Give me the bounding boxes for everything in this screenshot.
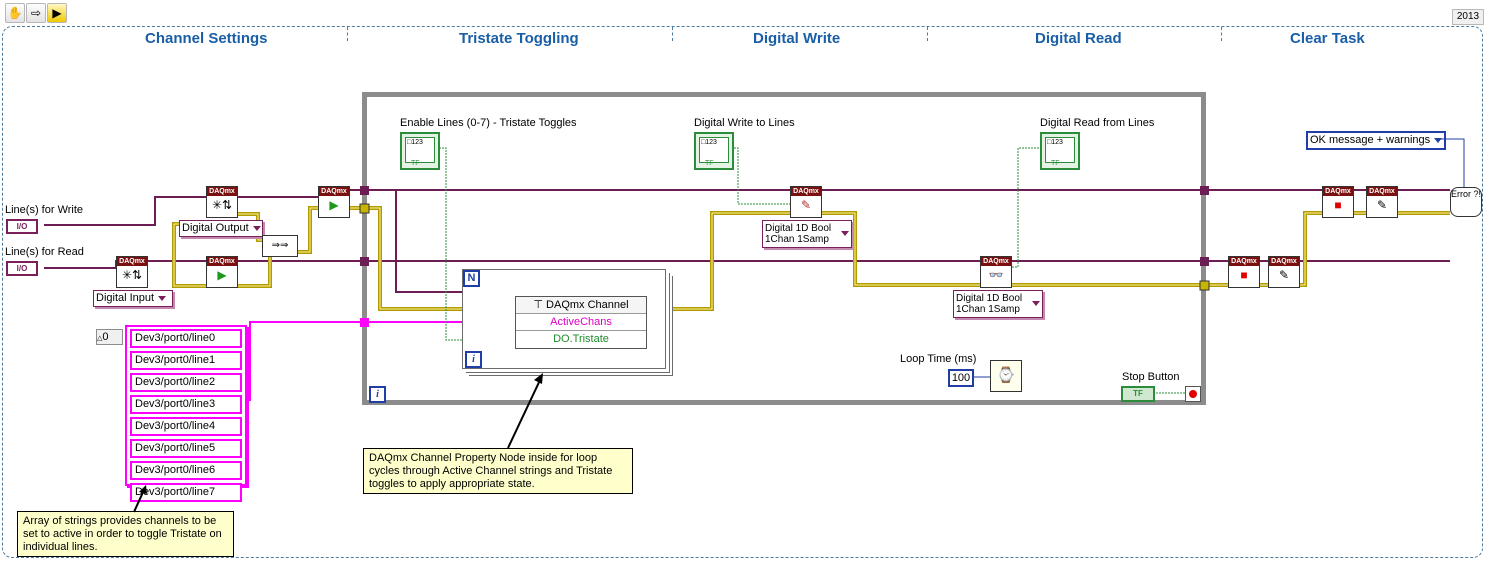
daqmx-start-task-write-node[interactable]: DAQmx▶ — [318, 186, 350, 218]
error-option-wire — [1441, 138, 1465, 188]
list-item[interactable]: Dev3/port0/line6 — [130, 461, 242, 480]
loop-time-label: Loop Time (ms) — [900, 353, 977, 365]
property-node-note: DAQmx Channel Property Node inside for l… — [363, 448, 633, 494]
frame-title-channel-settings: Channel Settings — [145, 30, 268, 47]
lines-for-read-control[interactable]: I/O — [6, 261, 38, 276]
list-item[interactable]: Dev3/port0/line5 — [130, 439, 242, 458]
frame-title-digital-read: Digital Read — [1035, 30, 1122, 47]
list-item[interactable]: Dev3/port0/line1 — [130, 351, 242, 370]
lines-for-read-label: Line(s) for Read — [5, 246, 84, 258]
frame-divider — [347, 27, 348, 41]
stop-icon — [1189, 390, 1197, 398]
index-arrows-icon: △ — [97, 335, 103, 342]
for-loop-count-terminal: N — [463, 270, 480, 287]
while-loop-iteration-terminal: i — [369, 386, 386, 403]
merge-errors-node[interactable]: ⇒⇒ — [262, 235, 298, 257]
array-index-display[interactable]: △0 — [96, 329, 123, 345]
boolean-wire — [436, 147, 1185, 394]
bool-array-icon: □123 — [407, 139, 423, 146]
enable-lines-label: Enable Lines (0-7) - Tristate Toggles — [400, 117, 577, 129]
daqmx-create-channel-input-node[interactable]: DAQmx✳⇅ — [116, 256, 148, 288]
wait-ms-icon[interactable]: ⌚ — [990, 360, 1022, 392]
digital-read-from-lines-indicator: □123 TF — [1040, 132, 1080, 170]
digital-read-from-lines-label: Digital Read from Lines — [1040, 117, 1155, 129]
digital-write-to-lines-control[interactable]: □123 TF — [694, 132, 734, 170]
daqmx-start-task-read-node[interactable]: DAQmx▶ — [206, 256, 238, 288]
chevron-down-icon — [158, 295, 167, 301]
list-item[interactable]: Dev3/port0/line0 — [130, 329, 242, 348]
stop-button-control[interactable]: TF — [1121, 386, 1155, 402]
frame-divider — [672, 27, 673, 41]
property-do-tristate[interactable]: DO.Tristate — [553, 333, 609, 345]
bool-array-icon: □123 — [1047, 139, 1063, 146]
digital-input-selector[interactable]: Digital Input — [93, 290, 173, 307]
flat-sequence-frame — [2, 26, 1483, 558]
read-polymorphic-selector[interactable]: Digital 1D Bool 1Chan 1Samp — [953, 290, 1043, 318]
bool-array-icon: □123 — [701, 139, 717, 146]
property-node-title: ⊤ DAQmx Channel — [516, 297, 646, 314]
property-note-arrow — [507, 373, 543, 449]
daqmx-write-node[interactable]: DAQmx✎ — [790, 186, 822, 218]
loop-time-constant[interactable]: 100 — [948, 369, 974, 387]
simple-error-handler-node[interactable]: Error ?! — [1450, 187, 1482, 217]
arrow-icon[interactable]: ⇨ — [26, 3, 46, 23]
hand-icon[interactable]: ✋ — [5, 3, 25, 23]
property-activechans[interactable]: ActiveChans — [516, 314, 646, 331]
frame-title-digital-write: Digital Write — [753, 30, 841, 47]
chevron-down-icon — [1434, 137, 1443, 143]
daqmx-stop-task-read-node[interactable]: DAQmx■ — [1228, 256, 1260, 288]
daqmx-read-node[interactable]: DAQmx👓 — [980, 256, 1012, 288]
array-note-arrow — [133, 485, 147, 513]
lines-for-write-label: Line(s) for Write — [5, 204, 84, 216]
daqmx-clear-task-write-node[interactable]: DAQmx✎ — [1366, 186, 1398, 218]
chevron-down-icon — [1032, 301, 1040, 306]
digital-write-to-lines-label: Digital Write to Lines — [694, 117, 795, 129]
daqmx-create-channel-output-node[interactable]: DAQmx✳⇅ — [206, 186, 238, 218]
frame-title-tristate-toggling: Tristate Toggling — [459, 30, 579, 47]
for-loop-iteration-terminal: i — [465, 351, 482, 368]
error-dialog-option-selector[interactable]: OK message + warnings — [1306, 131, 1446, 150]
list-item[interactable]: Dev3/port0/line3 — [130, 395, 242, 414]
version-label: 2013 — [1452, 9, 1484, 25]
enable-lines-control[interactable]: □123 TF — [400, 132, 440, 170]
digital-output-selector[interactable]: Digital Output — [179, 220, 263, 237]
list-item[interactable]: Dev3/port0/line4 — [130, 417, 242, 436]
while-loop — [362, 92, 1206, 405]
daqmx-clear-task-read-node[interactable]: DAQmx✎ — [1268, 256, 1300, 288]
tunnels — [359, 186, 1210, 327]
stop-button-label: Stop Button — [1122, 371, 1180, 383]
loop-condition-terminal[interactable] — [1185, 386, 1201, 402]
chevron-down-icon — [841, 231, 849, 236]
task-wire — [44, 189, 1450, 299]
lines-for-write-control[interactable]: I/O — [6, 219, 38, 234]
key-icon: ⊤ — [533, 299, 543, 311]
chevron-down-icon — [252, 225, 261, 231]
frame-title-clear-task: Clear Task — [1290, 30, 1365, 47]
list-item[interactable]: Dev3/port0/line7 — [130, 483, 242, 502]
array-note: Array of strings provides channels to be… — [17, 511, 234, 557]
write-polymorphic-selector[interactable]: Digital 1D Bool 1Chan 1Samp — [762, 220, 852, 248]
run-icon[interactable]: ▶ — [47, 3, 67, 23]
list-item[interactable]: Dev3/port0/line2 — [130, 373, 242, 392]
daqmx-stop-task-write-node[interactable]: DAQmx■ — [1322, 186, 1354, 218]
daqmx-channel-property-node[interactable]: ⊤ DAQmx Channel ActiveChans DO.Tristate — [515, 296, 647, 349]
frame-divider — [1221, 27, 1222, 41]
frame-divider — [927, 27, 928, 41]
channel-string-array[interactable]: Dev3/port0/line0 Dev3/port0/line1 Dev3/p… — [125, 325, 247, 502]
